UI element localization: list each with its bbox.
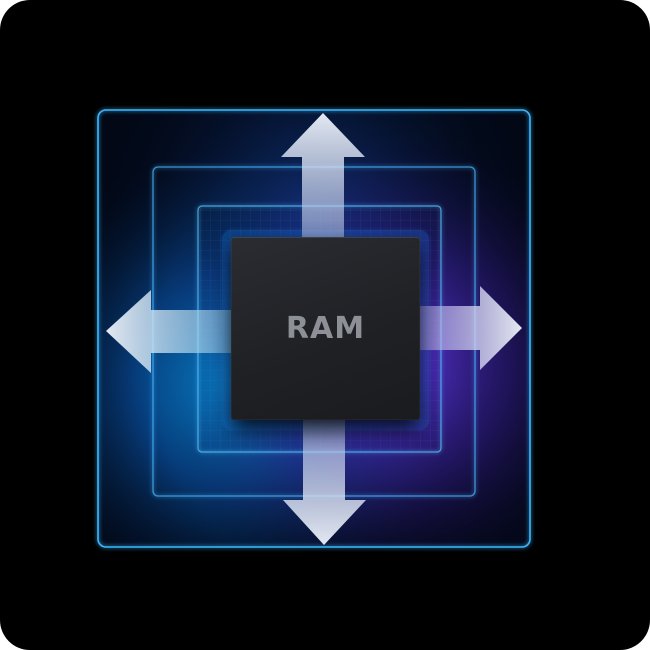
arrow-left [106,290,234,373]
ram-chip-label: RAM [285,311,366,346]
arrow-down [283,416,366,545]
ram-chip: RAM [231,237,420,420]
arrow-up [281,113,365,240]
four-direction-arrows-icon [106,113,522,545]
arrow-right [417,286,522,370]
